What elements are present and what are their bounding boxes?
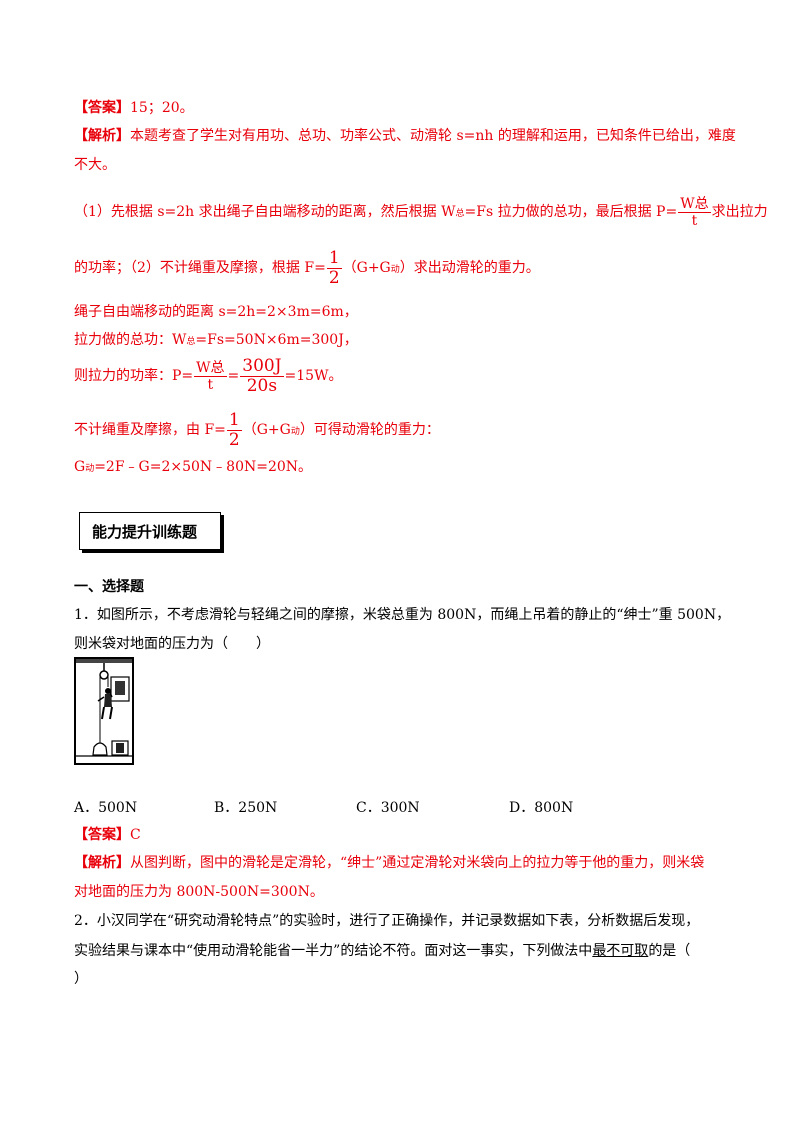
option-d[interactable]: D．800N <box>509 800 574 816</box>
power-fraction-num: W总 <box>678 195 711 213</box>
q1-analysis-tag: 【解析】 <box>74 855 130 871</box>
half-fraction-2-num: 1 <box>226 409 242 431</box>
power-fraction-den: t <box>691 212 698 229</box>
calc-2-text-a: 拉力做的总功：W <box>74 332 187 348</box>
q1-answer: C <box>130 827 141 843</box>
option-a[interactable]: A．500N <box>74 800 138 816</box>
half-fraction-2-den: 2 <box>228 429 240 450</box>
calc-line-2: 拉力做的总功：W总=Fs=50N×6m=300J， <box>74 330 358 352</box>
q2-line-2-b: 的是（ <box>648 943 691 959</box>
option-c[interactable]: C．300N <box>356 800 420 816</box>
q2-line-1: 2．小汉同学在“研究动滑轮特点”的实验时，进行了正确操作，并记录数据如下表，分析… <box>74 913 700 929</box>
power-calc-fraction-1-num: W总 <box>194 359 227 377</box>
q1-analysis-line-2: 对地面的压力为 800N-500N=300N。 <box>74 884 324 900</box>
power-calc-fraction-1-den: t <box>207 376 214 393</box>
answer-text: 15；20。 <box>130 100 194 116</box>
analysis-line-2: 不大。 <box>74 157 116 173</box>
q1-analysis-text: 从图判断，图中的滑轮是定滑轮，“绅士”通过定滑轮对米袋向上的拉力等于他的重力，则… <box>130 855 705 871</box>
calc-5-sub: 动 <box>85 464 95 474</box>
step1-text-a: （1）先根据 s=2h 求出绳子自由端移动的距离，然后根据 W <box>74 204 456 220</box>
half-fraction-den: 2 <box>328 267 340 288</box>
calc-3-eq: = <box>227 368 240 384</box>
calc-line-5: G动=2F﹣G=2×50N﹣80N=20N。 <box>74 457 312 479</box>
step2-text-a: 的功率；（2）不计绳重及摩擦，根据 F= <box>74 260 326 276</box>
part-heading: 一、选择题 <box>74 579 144 595</box>
calc-line-1: 绳子自由端移动的距离 s=2h=2×3m=6m， <box>74 304 358 320</box>
analysis-text: 本题考查了学生对有用功、总功、功率公式、动滑轮 s=nh 的理解和运用，已知条件… <box>130 128 736 144</box>
q2-underlined: 最不可取 <box>592 943 649 959</box>
calc-2-text-b: =Fs=50N×6m=300J， <box>195 332 358 348</box>
step2-text-c: ）求出动滑轮的重力。 <box>399 260 540 276</box>
pulley-illustration <box>74 657 134 765</box>
step1-text-c: 求出拉力 <box>711 204 768 220</box>
calc-4-text-b: （G+G <box>242 422 291 438</box>
calc-3-text-b: =15W。 <box>284 368 343 384</box>
section-title-box: 能力提升训练题 <box>79 512 221 550</box>
step2-text-b: （G+G <box>342 260 391 276</box>
answer-tag: 【答案】 <box>74 100 130 116</box>
q1-line-2: 则米袋对地面的压力为（ ） <box>74 636 270 652</box>
q1-answer-line: 【答案】C <box>74 825 141 845</box>
step1-sub: 总 <box>455 209 465 219</box>
calc-4-sub: 动 <box>290 427 300 437</box>
calc-4-text-a: 不计绳重及摩擦，由 F= <box>74 422 226 438</box>
step1-text-b: =Fs 拉力做的总功，最后根据 P= <box>464 204 678 220</box>
calc-4-text-c: ）可得动滑轮的重力： <box>299 422 440 438</box>
q1-line-1: 1．如图所示，不考虑滑轮与轻绳之间的摩擦，米袋总重为 800N，而绳上吊着的静止… <box>74 607 731 623</box>
option-b[interactable]: B．250N <box>214 800 278 816</box>
answer-line: 【答案】15；20。 <box>74 98 194 118</box>
q2-line-3: ） <box>74 971 88 987</box>
calc-5-text-a: G <box>74 459 86 475</box>
calc-2-sub: 总 <box>186 337 196 347</box>
q1-answer-tag: 【答案】 <box>74 827 130 843</box>
power-calc-fraction-2-num: 300J <box>240 355 284 377</box>
half-fraction-num: 1 <box>326 247 342 269</box>
q2-line-2: 实验结果与课本中“使用动滑轮能省一半力”的结论不符。面对这一事实，下列做法中最不… <box>74 941 690 961</box>
analysis-line: 【解析】本题考查了学生对有用功、总功、功率公式、动滑轮 s=nh 的理解和运用，… <box>74 126 736 146</box>
power-calc-fraction-2-den: 20s <box>246 375 278 396</box>
q2-line-2-a: 实验结果与课本中“使用动滑轮能省一半力”的结论不符。面对这一事实，下列做法中 <box>74 943 593 959</box>
section-title: 能力提升训练题 <box>92 523 198 541</box>
calc-3-text-a: 则拉力的功率：P= <box>74 368 194 384</box>
calc-5-text-b: =2F﹣G=2×50N﹣80N=20N。 <box>94 459 313 475</box>
analysis-tag: 【解析】 <box>74 128 130 144</box>
q1-analysis-line: 【解析】从图判断，图中的滑轮是定滑轮，“绅士”通过定滑轮对米袋向上的拉力等于他的… <box>74 853 704 873</box>
step1-line: （1）先根据 s=2h 求出绳子自由端移动的距离，然后根据 W总=Fs 拉力做的… <box>74 192 768 234</box>
step2-sub: 动 <box>390 265 400 275</box>
